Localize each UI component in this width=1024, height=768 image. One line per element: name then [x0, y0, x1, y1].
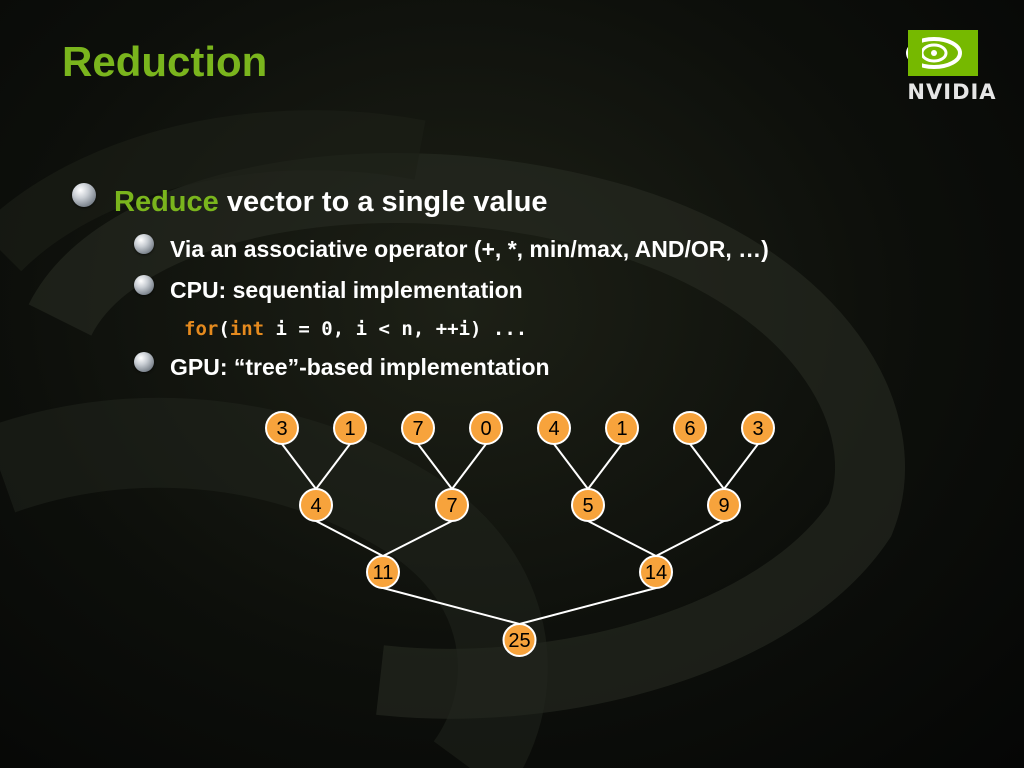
code-keyword-for: for	[184, 318, 219, 340]
tree-edge	[655, 520, 725, 557]
main-bullet-text: Reduce vector to a single value	[114, 186, 548, 219]
tree-edge	[553, 443, 589, 490]
tree-node-circle	[265, 411, 299, 445]
tree-node: 4	[537, 411, 571, 445]
bullet-icon	[72, 182, 96, 207]
tree-node-value: 7	[446, 495, 457, 517]
tree-node-value: 1	[344, 418, 355, 440]
tree-node: 7	[435, 488, 469, 522]
tree-edge	[519, 587, 657, 625]
tree-node: 25	[502, 623, 537, 657]
tree-node: 1	[605, 411, 639, 445]
tree-node-value: 11	[373, 562, 394, 584]
sub-bullet-text: GPU: “tree”-based implementation	[170, 354, 550, 380]
bullet-icon	[134, 351, 154, 372]
sub-bullet-text: Via an associative operator (+, *, min/m…	[170, 236, 769, 262]
tree-nodes: 3 1 7 0 4 1 6 3 4 7 5 9 11 14 25	[265, 411, 775, 657]
tree-edges	[281, 443, 759, 625]
tree-node: 5	[571, 488, 605, 522]
tree-node-circle	[639, 555, 673, 589]
tree-node: 6	[673, 411, 707, 445]
sub-bullet-text: CPU: sequential implementation	[170, 277, 523, 303]
tree-node-circle	[673, 411, 707, 445]
sub-bullet-cpu: CPU: sequential implementation	[134, 274, 523, 304]
tree-node: 1	[333, 411, 367, 445]
tree-node-value: 6	[684, 418, 695, 440]
tree-node-circle	[571, 488, 605, 522]
slide-title: Reduction	[62, 38, 268, 85]
tree-edge	[382, 520, 453, 557]
tree-node: 14	[639, 555, 673, 589]
code-rest: i = 0, i < n, ++i) ...	[264, 318, 528, 340]
tree-node: 11	[366, 555, 400, 589]
tree-node-circle	[537, 411, 571, 445]
main-bullet: Reduce vector to a single value	[72, 182, 548, 219]
sub-bullet-associative: Via an associative operator (+, *, min/m…	[134, 233, 769, 263]
tree-node-value: 4	[310, 495, 321, 517]
tree-node-circle	[605, 411, 639, 445]
tree-node-value: 3	[276, 418, 287, 440]
tree-edge	[315, 520, 384, 557]
tree-edge	[723, 443, 759, 490]
tree-node-value: 25	[508, 630, 530, 652]
tree-node-value: 7	[412, 418, 423, 440]
tree-node-circle	[366, 555, 400, 589]
tree-node-value: 9	[718, 495, 729, 517]
tree-node-value: 5	[582, 495, 593, 517]
nvidia-logo: NVIDIA	[900, 28, 1004, 108]
tree-edge	[587, 443, 623, 490]
tree-node: 3	[265, 411, 299, 445]
code-snippet: for(int i = 0, i < n, ++i) ...	[184, 318, 527, 340]
tree-node: 3	[741, 411, 775, 445]
tree-node-value: 4	[548, 418, 559, 440]
tree-node: 7	[401, 411, 435, 445]
tree-node-value: 3	[752, 418, 763, 440]
tree-node-circle	[502, 623, 537, 657]
tree-edge	[315, 443, 351, 490]
tree-node: 0	[469, 411, 503, 445]
code-paren: (	[218, 318, 230, 340]
main-bullet-rest: vector to a single value	[218, 186, 548, 218]
nvidia-eye-icon	[906, 30, 978, 76]
tree-edge	[417, 443, 453, 490]
tree-node: 9	[707, 488, 741, 522]
tree-node-circle	[333, 411, 367, 445]
tree-node-circle	[299, 488, 333, 522]
bullet-icon	[134, 274, 154, 295]
tree-edge	[587, 520, 657, 557]
reduce-highlight: Reduce	[114, 186, 219, 218]
code-keyword-int: int	[229, 318, 265, 340]
tree-edge	[382, 587, 520, 625]
tree-edge	[281, 443, 317, 490]
tree-node-circle	[469, 411, 503, 445]
nvidia-wordmark: NVIDIA	[907, 80, 997, 104]
tree-node-circle	[707, 488, 741, 522]
tree-node-value: 14	[645, 562, 667, 584]
tree-node-value: 1	[616, 418, 627, 440]
tree-edge	[451, 443, 487, 490]
bullet-icon	[134, 233, 154, 254]
tree-node-circle	[741, 411, 775, 445]
tree-edge	[689, 443, 725, 490]
tree-node: 4	[299, 488, 333, 522]
tree-node-value: 0	[480, 418, 491, 440]
tree-node-circle	[401, 411, 435, 445]
sub-bullet-gpu: GPU: “tree”-based implementation	[134, 351, 550, 381]
tree-node-circle	[435, 488, 469, 522]
